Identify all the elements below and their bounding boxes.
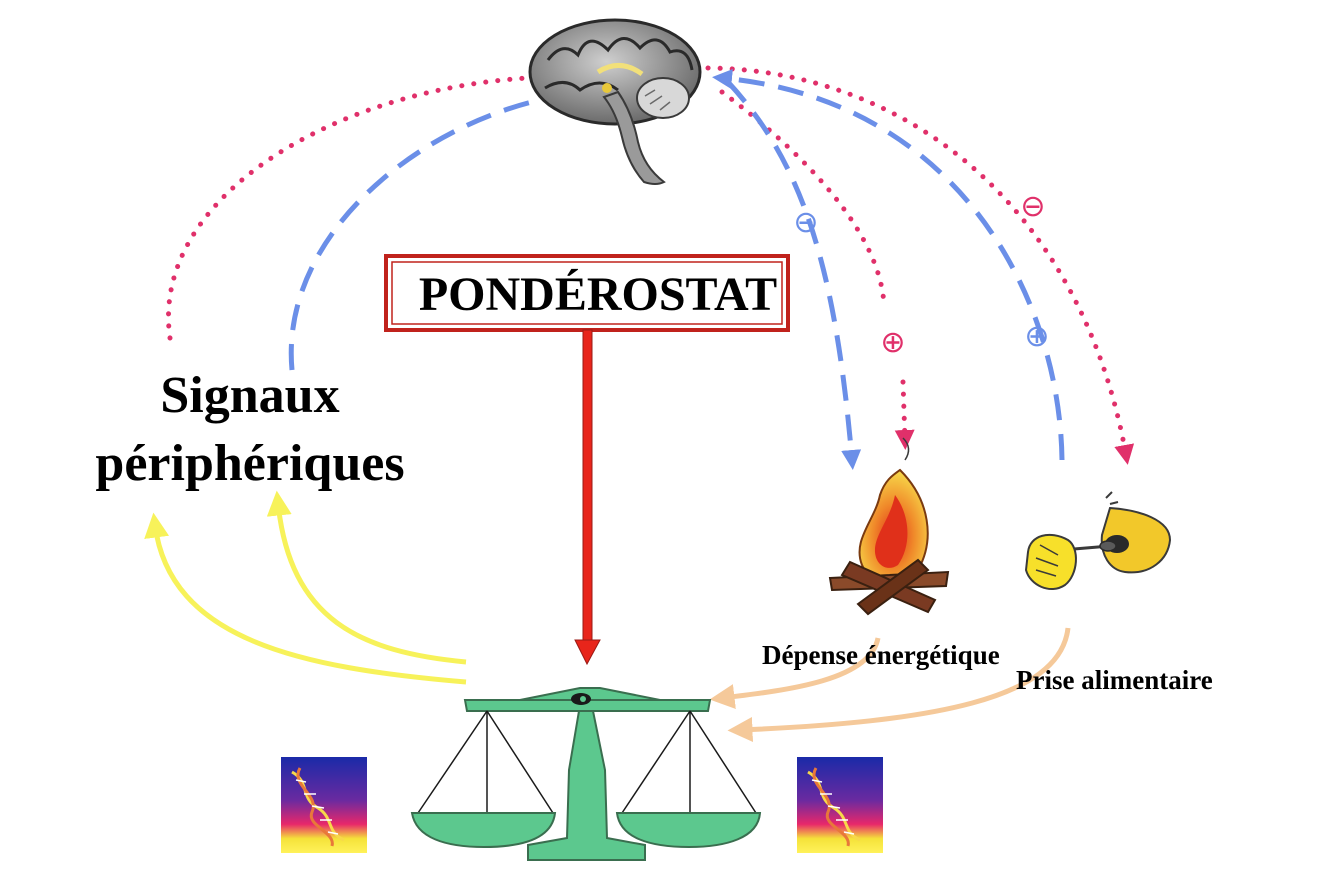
peach-arrow-food [727, 627, 1071, 742]
minus-sign-red: ⊖ [1020, 189, 1045, 224]
dna-icon-left [281, 757, 367, 853]
dna-icon-right [797, 757, 883, 853]
food-intake-label: Prise alimentaire [1016, 665, 1213, 695]
peach-arrow-energy [709, 637, 881, 709]
balance-scale-icon [410, 687, 762, 861]
blue-dashed-arrow-food [712, 68, 1065, 461]
energy-expenditure-label: Dépense énergétique [762, 640, 1000, 670]
eating-icon [1024, 491, 1172, 590]
signals-label-line1: Signaux [160, 367, 339, 424]
blue-dashed-arrow-energy [726, 80, 862, 470]
blue-dashed-arc-left [288, 97, 541, 371]
plus-sign-red: ⊕ [880, 325, 905, 360]
yellow-arrow-outer [144, 512, 467, 685]
brain-icon [528, 18, 702, 185]
minus-sign-blue: ⊖ [793, 205, 818, 240]
red-dotted-arrow-energy-tail [894, 379, 915, 450]
signals-label-line2: périphériques [95, 435, 404, 492]
center-down-arrow [574, 329, 601, 666]
ponderostat-box: PONDÉROSTAT [384, 254, 790, 332]
campfire-icon [828, 437, 950, 616]
plus-sign-blue: ⊕ [1024, 319, 1049, 354]
red-dotted-arrow-energy [719, 89, 887, 308]
yellow-arrow-inner [266, 490, 467, 665]
ponderostat-label: PONDÉROSTAT [419, 268, 777, 321]
